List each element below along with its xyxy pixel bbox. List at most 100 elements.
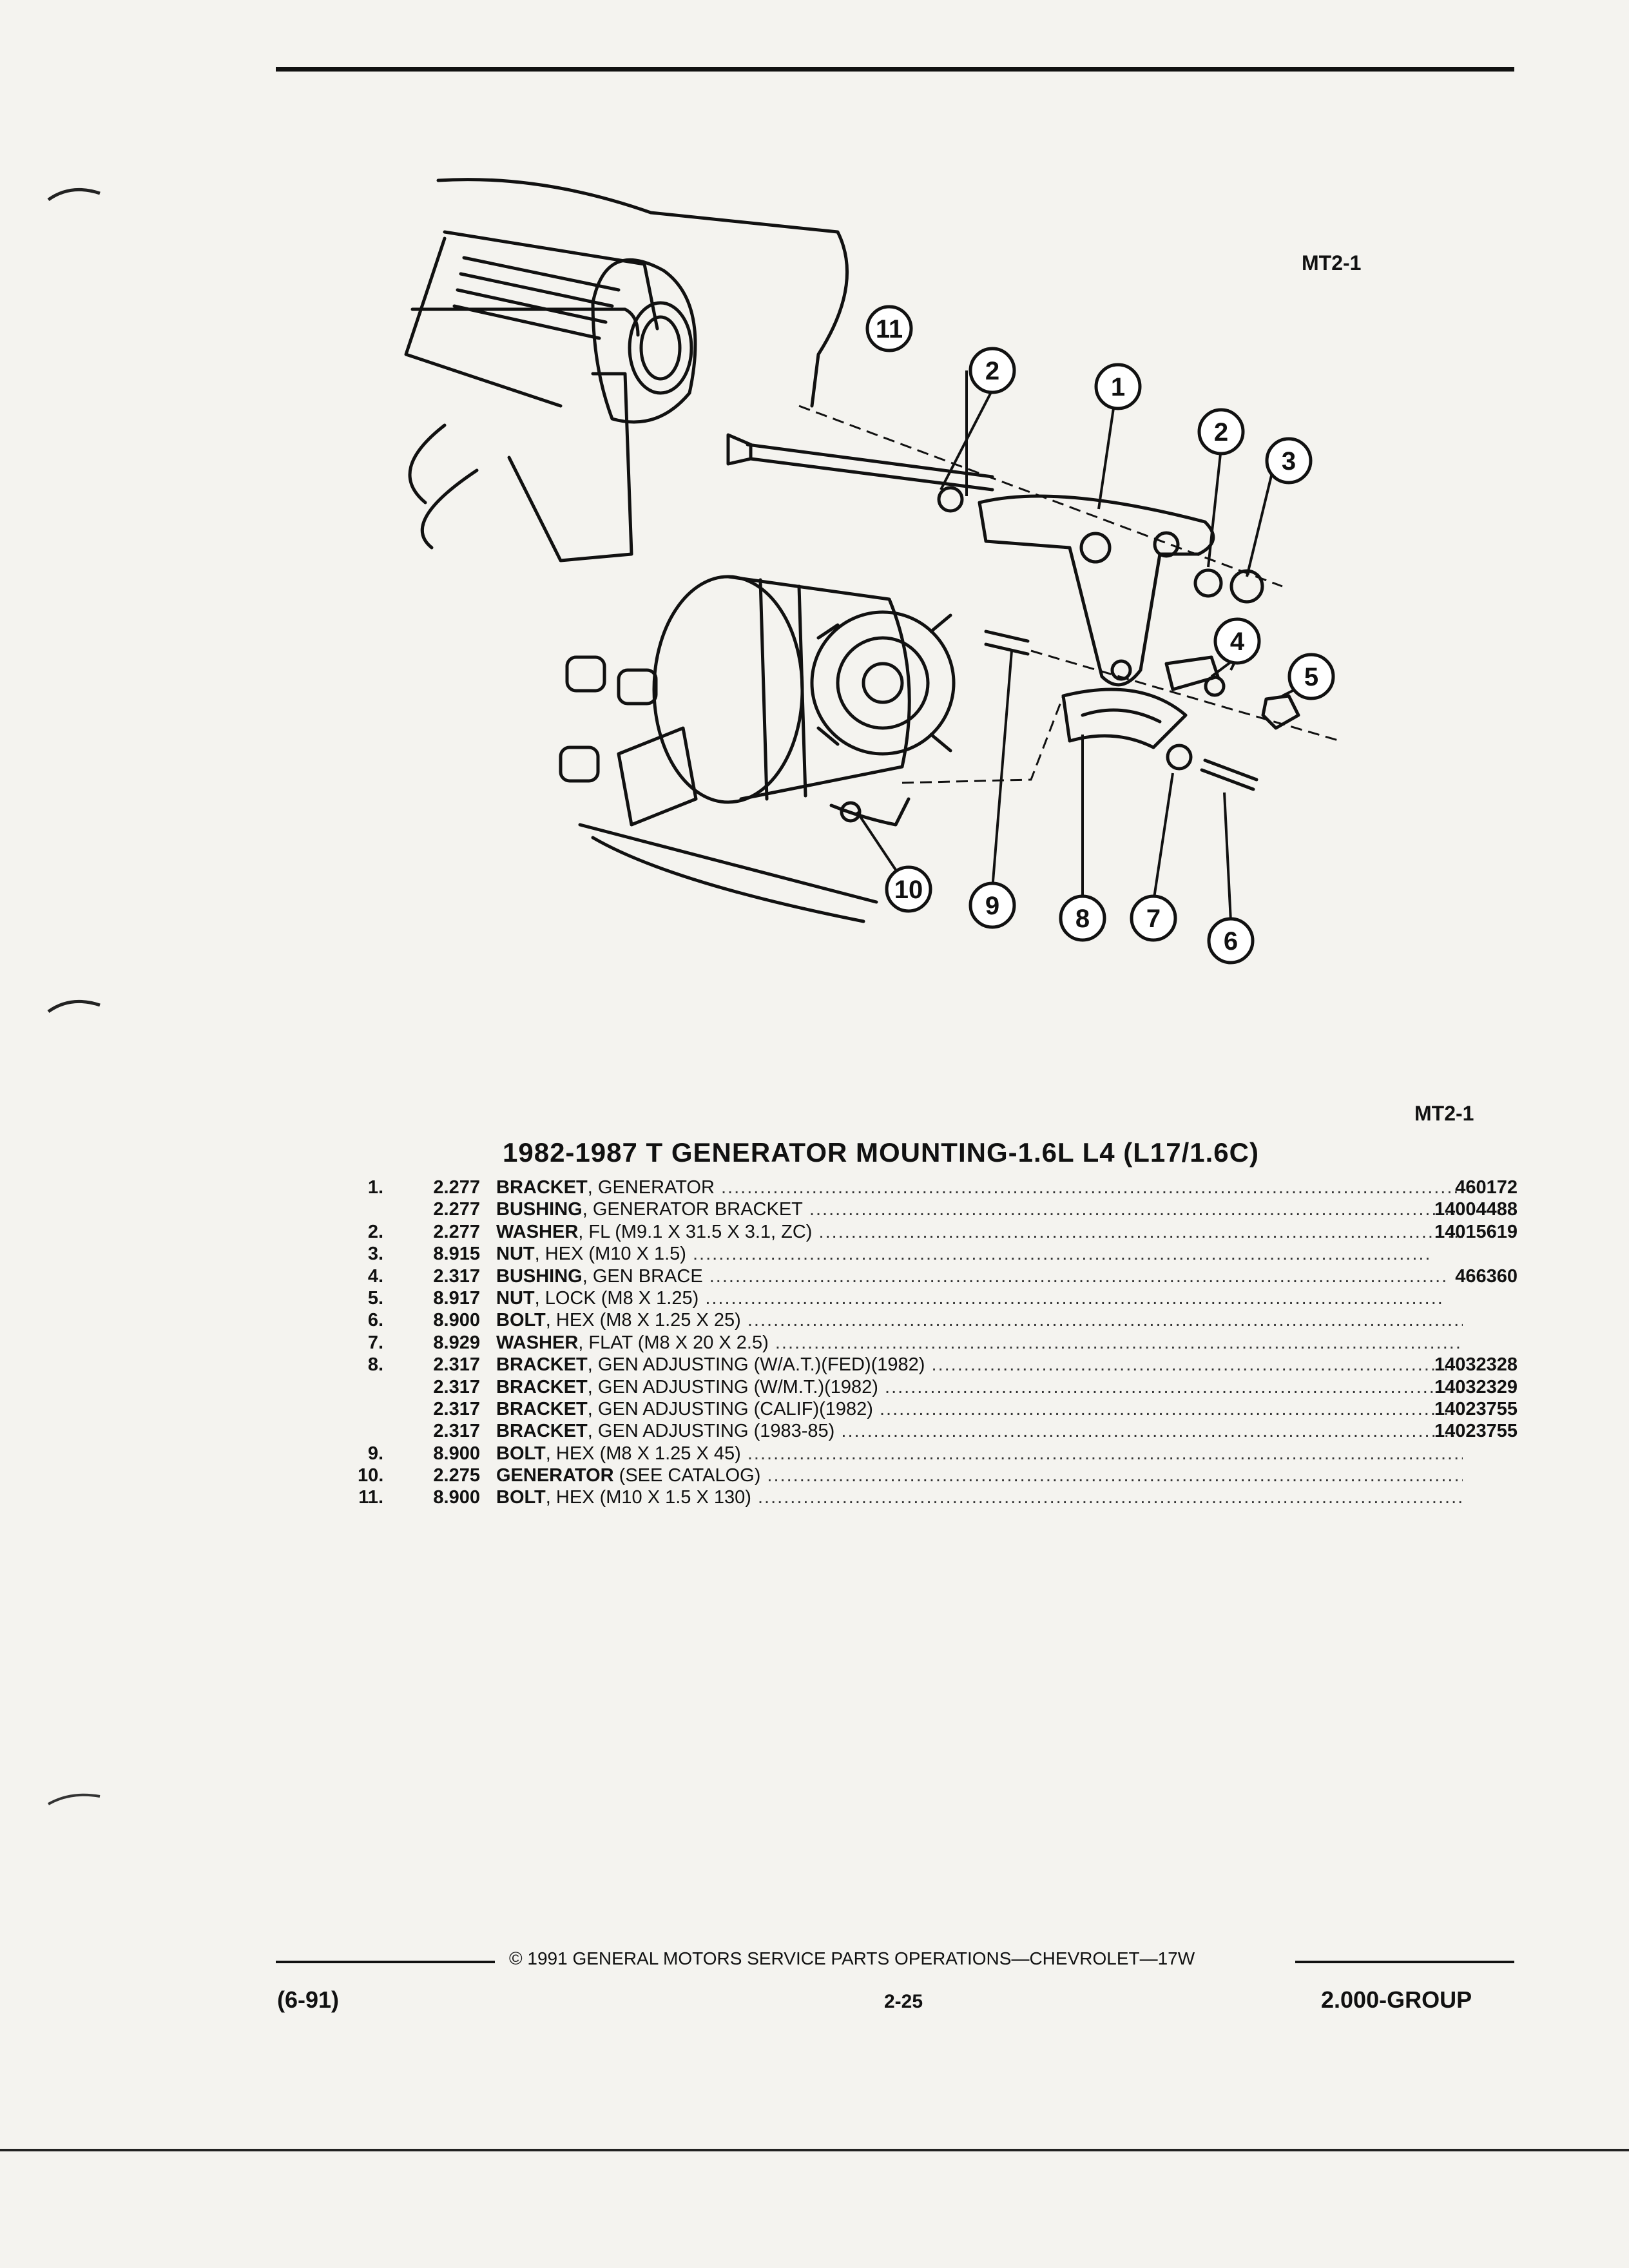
table-row: 8. 2.317 BRACKET, GEN ADJUSTING (W/A.T.)(F… (358, 1354, 1518, 1376)
part-description: GENERATOR (SEE CATALOG) ................… (496, 1465, 1463, 1486)
part-noun: BOLT (496, 1310, 546, 1331)
part-description: BUSHING, GENERATOR BRACKET .............… (496, 1198, 1463, 1220)
part-detail: , GEN ADJUSTING (CALIF)(1982) (587, 1398, 873, 1419)
part-detail: , GEN ADJUSTING (W/A.T.)(FED)(1982) (587, 1354, 925, 1376)
part-description: BRACKET, GEN ADJUSTING (1983-85) .......… (496, 1420, 1463, 1442)
table-row: 2.317 BRACKET, GEN ADJUSTING (W/M.T.)(198… (358, 1376, 1518, 1398)
page-title: 1982-1987 T GENERATOR MOUNTING-1.6L L4 (… (503, 1137, 1259, 1168)
callout-label: 7 (1146, 905, 1161, 933)
group-number: 2.317 (433, 1376, 480, 1398)
part-detail: , HEX (M8 X 1.25 X 25) (545, 1310, 741, 1331)
group-number: 2.275 (433, 1465, 480, 1486)
group-label: 2.000-GROUP (1321, 1986, 1472, 2013)
group-number: 8.900 (433, 1310, 480, 1331)
leader-dots: ........................................… (841, 1421, 1463, 1442)
callout-label: 9 (985, 892, 999, 920)
group-number: 2.317 (433, 1354, 480, 1376)
callout-label: 11 (876, 315, 903, 343)
part-detail: , FLAT (M8 X 20 X 2.5) (578, 1332, 769, 1353)
margin-mark (47, 999, 101, 1014)
footer-rule-left (276, 1961, 495, 1963)
group-number: 2.277 (433, 1177, 480, 1198)
part-detail: , HEX (M10 X 1.5) (534, 1244, 686, 1265)
leader-dots: ........................................… (714, 1177, 1460, 1198)
leader-dots: ........................................… (740, 1310, 1463, 1331)
group-number: 8.900 (433, 1487, 480, 1508)
part-noun: BOLT (496, 1443, 546, 1464)
top-rule (276, 67, 1514, 72)
part-number: 14004488 (1434, 1199, 1518, 1220)
group-number: 8.929 (433, 1332, 480, 1353)
part-number: 14023755 (1434, 1398, 1518, 1419)
group-number: 2.317 (433, 1421, 480, 1442)
item-number: 2. (367, 1221, 383, 1242)
group-number: 2.277 (433, 1221, 480, 1242)
part-description: BRACKET, GEN ADJUSTING (W/A.T.)(FED)(198… (496, 1354, 1463, 1376)
item-number: 8. (367, 1354, 383, 1376)
callout-label: 2 (1214, 418, 1228, 447)
leader-dots: ........................................… (768, 1332, 1463, 1353)
item-number: 7. (367, 1332, 383, 1353)
part-description: NUT, HEX (M10 X 1.5) ...................… (496, 1243, 1463, 1265)
leader-dots: ........................................… (702, 1265, 1449, 1287)
leader-dots: ........................................… (809, 1199, 1463, 1220)
part-description: BRACKET, GEN ADJUSTING (W/M.T.)(1982) ..… (496, 1376, 1463, 1398)
table-row: 2. 2.277 WASHER, FL (M9.1 X 31.5 X 3.1, ZC… (358, 1221, 1518, 1243)
table-row: 7. 8.929 WASHER, FLAT (M8 X 20 X 2.5) ....… (358, 1332, 1518, 1354)
leader-dots: ........................................… (879, 1398, 1463, 1419)
callout-label: 6 (1224, 927, 1238, 956)
footer-copyright: © 1991 GENERAL MOTORS SERVICE PARTS OPER… (509, 1948, 1195, 1968)
part-noun: BRACKET (496, 1421, 588, 1442)
part-noun: GENERATOR (496, 1465, 614, 1486)
part-description: NUT, LOCK (M8 X 1.25) ..................… (496, 1287, 1463, 1309)
part-noun: BUSHING (496, 1265, 583, 1287)
part-number: 460172 (1455, 1177, 1518, 1198)
part-noun: WASHER (496, 1221, 579, 1242)
part-detail: , GEN ADJUSTING (W/M.T.)(1982) (587, 1376, 878, 1398)
leader-dots: ........................................… (885, 1376, 1463, 1398)
group-number: 2.277 (433, 1199, 480, 1220)
table-row: 2.317 BRACKET, GEN ADJUSTING (CALIF)(1982… (358, 1398, 1518, 1420)
group-number: 8.915 (433, 1244, 480, 1265)
item-number: 11. (358, 1487, 383, 1508)
page-number: 2-25 (884, 1991, 923, 2012)
part-detail: , HEX (M8 X 1.25 X 45) (545, 1443, 741, 1464)
item-number: 9. (367, 1443, 383, 1464)
leader-dots: ........................................… (760, 1465, 1463, 1486)
figure-code-table: MT2-1 (1414, 1102, 1474, 1125)
part-noun: BRACKET (496, 1398, 588, 1419)
callout-label: 4 (1230, 628, 1245, 656)
part-noun: BUSHING (496, 1199, 583, 1220)
part-noun: WASHER (496, 1332, 579, 1353)
callout-label: 5 (1304, 663, 1318, 691)
part-description: BRACKET, GENERATOR .....................… (496, 1177, 1463, 1198)
part-description: WASHER, FL (M9.1 X 31.5 X 3.1, ZC) .....… (496, 1221, 1463, 1243)
footer-rule-right (1295, 1961, 1514, 1963)
part-number: 14023755 (1434, 1421, 1518, 1442)
footer-date: (6-91) (277, 1986, 340, 2013)
part-noun: BRACKET (496, 1177, 588, 1198)
part-noun: BOLT (496, 1487, 546, 1508)
leader-dots: ........................................… (699, 1287, 1444, 1309)
callout-label: 3 (1282, 447, 1296, 476)
group-number: 8.917 (433, 1287, 480, 1309)
part-description: BOLT, HEX (M8 X 1.25 X 45) .............… (496, 1443, 1463, 1465)
part-noun: BRACKET (496, 1354, 588, 1376)
part-detail: , GEN BRACE (582, 1265, 703, 1287)
callout-label: 1 (1111, 373, 1125, 401)
part-detail: (SEE CATALOG) (613, 1465, 761, 1486)
part-detail: , GENERATOR (587, 1177, 715, 1198)
part-description: BUSHING, GEN BRACE .....................… (496, 1265, 1463, 1287)
margin-mark (48, 1793, 101, 1805)
part-number: 14032329 (1434, 1376, 1518, 1398)
group-number: 2.317 (433, 1398, 480, 1419)
bottom-rule (0, 2149, 1629, 2151)
part-noun: NUT (496, 1287, 535, 1309)
